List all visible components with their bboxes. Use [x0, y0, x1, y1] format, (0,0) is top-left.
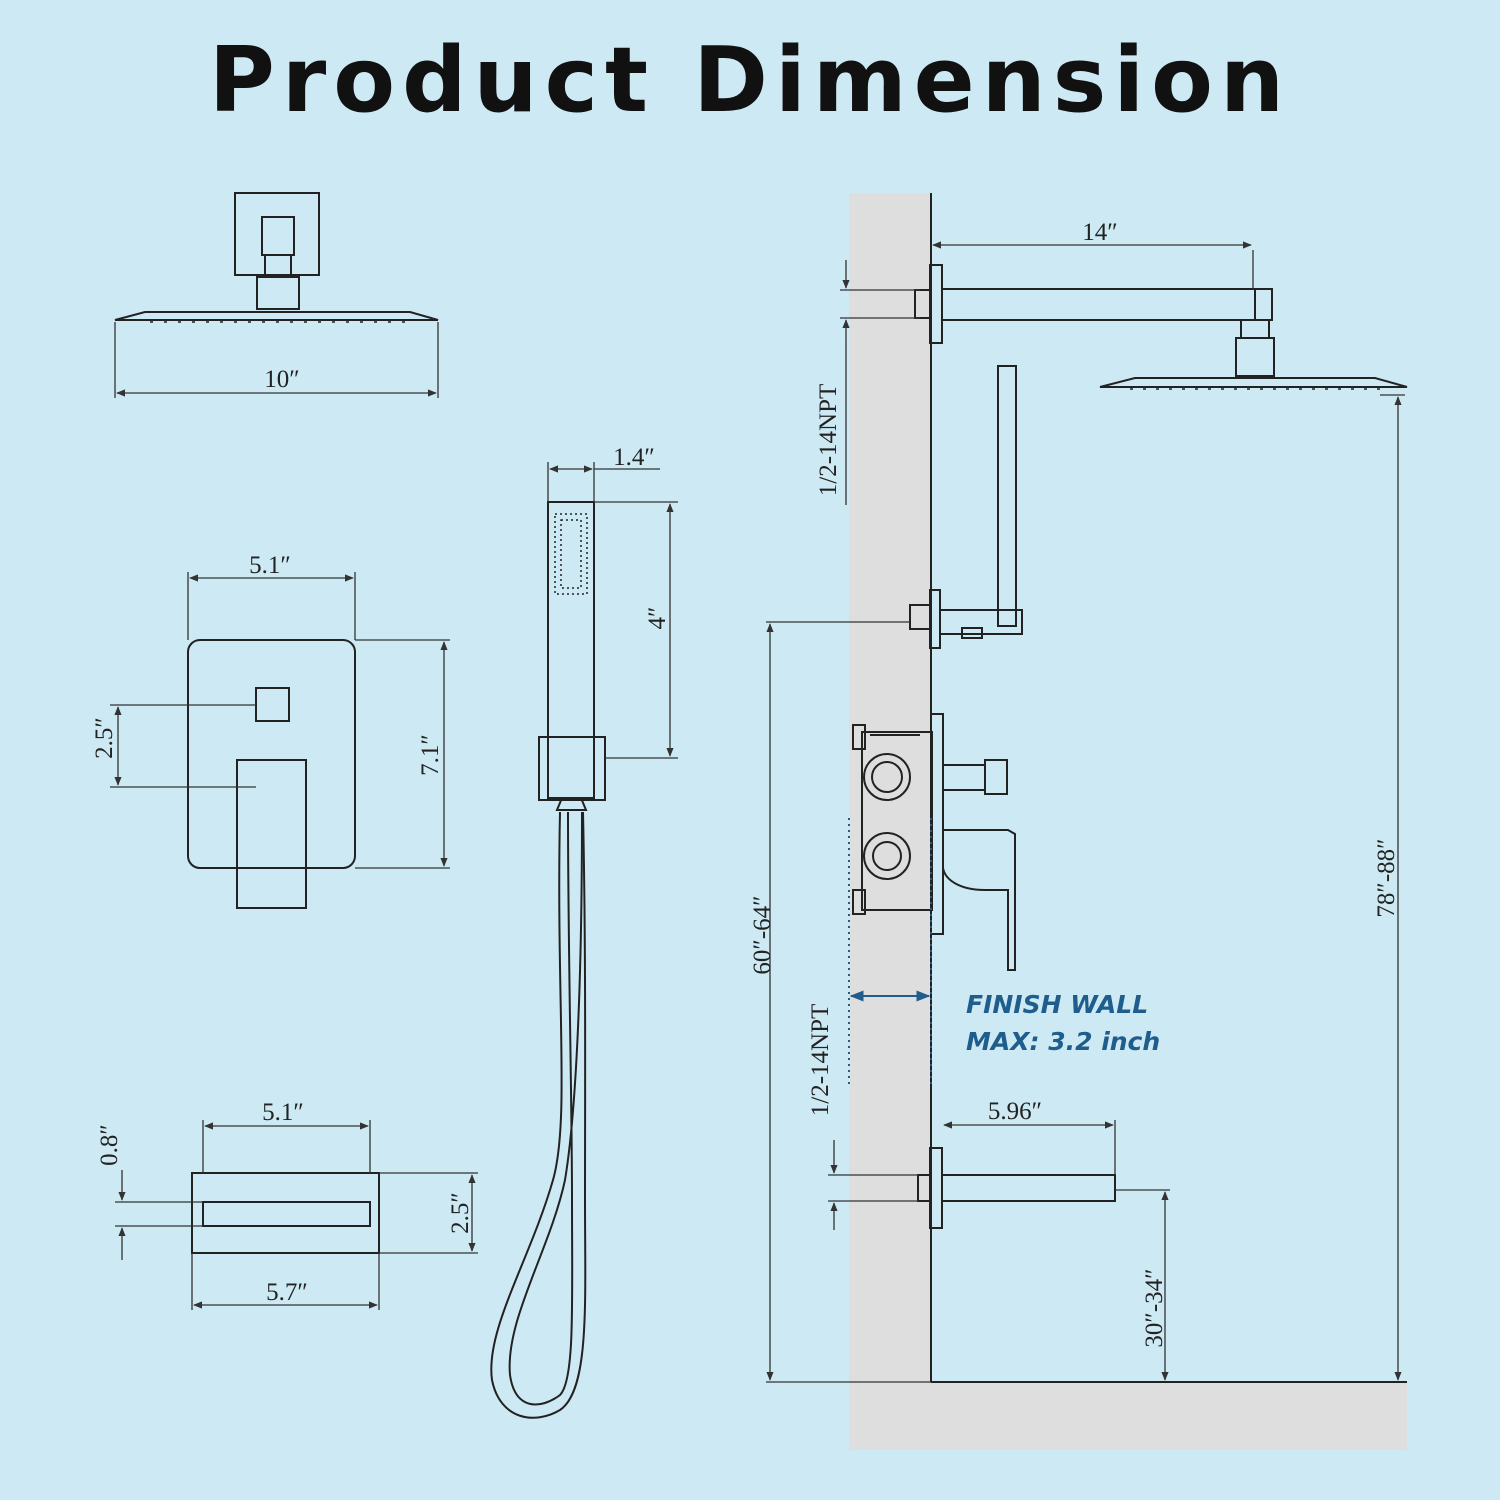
valve-knob-offset-dimension: 2.5″	[91, 704, 256, 788]
valve-plate-width-label: 5.1″	[249, 552, 291, 579]
spout-thread-label: 1/2-14NPT	[807, 1004, 834, 1117]
finish-wall-label: FINISH WALL	[966, 990, 1148, 1019]
spout-top-width-dimension: 5.1″	[202, 1099, 371, 1173]
handheld-head-length-label: 4″	[644, 607, 671, 630]
shower-arm-thread-label: 1/2-14NPT	[815, 384, 842, 497]
tub-spout-side	[917, 1147, 1116, 1229]
wall-hand-shower	[909, 365, 1023, 649]
spout-bottom-width-label: 5.7″	[266, 1279, 308, 1306]
showerhead-height-dimension: 78″-88″	[1373, 394, 1405, 1381]
valve-plate-height-label: 7.1″	[417, 734, 444, 776]
shower-arm-length-dimension: 14″	[932, 219, 1254, 289]
spout-mount-height-dimension: 30″-34″	[1115, 1189, 1170, 1381]
spout-length-dimension: 5.96″	[943, 1098, 1116, 1175]
handheld-head-length-dimension: 4″	[594, 501, 678, 759]
valve-height-label: 60″-64″	[749, 895, 776, 974]
valve-plate-height-dimension: 7.1″	[355, 639, 450, 869]
spout-opening-height-label: 0.8″	[96, 1124, 123, 1166]
hand-shower	[490, 501, 606, 1419]
showerhead-width-label: 10″	[264, 366, 299, 393]
shower-arm-thread-dimension: 1/2-14NPT	[815, 260, 920, 505]
spout-top-width-label: 5.1″	[262, 1099, 304, 1126]
shower-arm-length-label: 14″	[1082, 219, 1117, 246]
page-title: Product Dimension	[208, 28, 1292, 133]
tub-spout-front	[191, 1172, 380, 1254]
spout-height-label: 2.5″	[447, 1192, 474, 1234]
handheld-width-dimension: 1.4″	[547, 444, 660, 502]
valve-trim-plate	[187, 639, 356, 909]
finish-wall-range: FINISH WALL MAX: 3.2 inch	[848, 818, 1160, 1085]
finish-wall-max-label: MAX: 3.2 inch	[966, 1027, 1160, 1056]
spout-opening-height-dimension: 0.8″	[96, 1124, 203, 1260]
showerhead-height-label: 78″-88″	[1373, 838, 1400, 917]
showerhead-top-view	[114, 192, 439, 323]
shower-arm-assembly	[914, 264, 1408, 390]
handheld-width-label: 1.4″	[613, 444, 655, 471]
valve-plate-width-dimension: 5.1″	[187, 552, 356, 640]
valve-knob-offset-label: 2.5″	[91, 717, 118, 759]
spout-mount-height-label: 30″-34″	[1141, 1268, 1168, 1347]
spout-height-dimension: 2.5″	[379, 1172, 478, 1254]
spout-bottom-width-dimension: 5.7″	[191, 1253, 380, 1310]
spout-thread-dimension: 1/2-14NPT	[807, 1004, 918, 1230]
showerhead-width-dimension: 10″	[114, 322, 439, 398]
valve-height-dimension: 60″-64″	[749, 621, 931, 1383]
spout-length-label: 5.96″	[988, 1098, 1042, 1125]
